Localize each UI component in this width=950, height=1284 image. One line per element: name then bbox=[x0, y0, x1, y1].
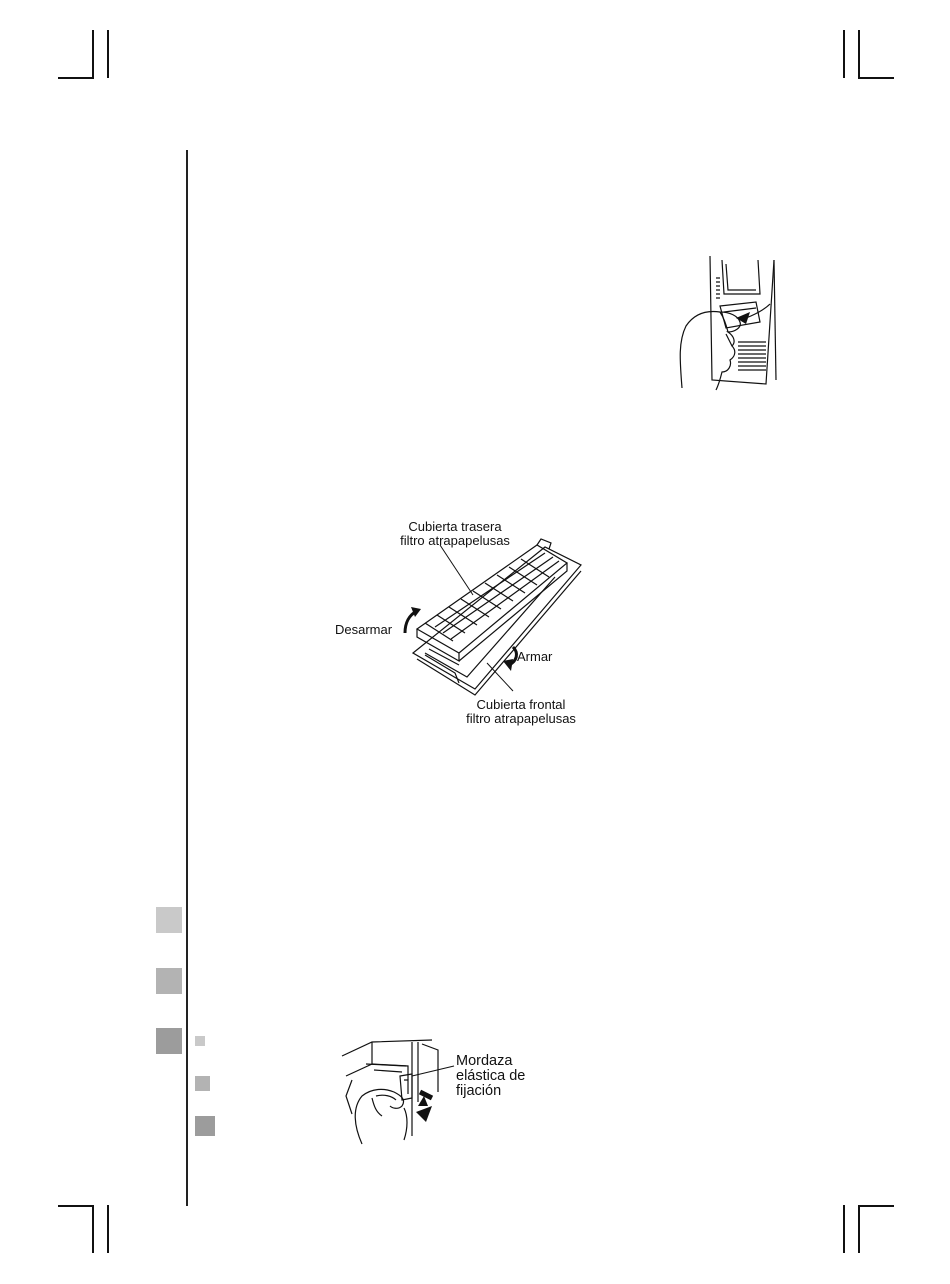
small-square-light bbox=[195, 1036, 205, 1046]
crop-mark bbox=[92, 1205, 94, 1253]
front-cover-label: Cubierta frontal filtro atrapapelusas bbox=[446, 698, 596, 726]
margin-rule bbox=[186, 150, 188, 1206]
elastic-clip-illustration bbox=[332, 1036, 462, 1146]
crop-mark bbox=[843, 30, 845, 78]
crop-mark bbox=[858, 77, 894, 79]
filter-removal-illustration bbox=[676, 252, 786, 392]
crop-mark bbox=[858, 1205, 894, 1207]
crop-mark bbox=[858, 30, 860, 78]
crop-mark bbox=[858, 1205, 860, 1253]
crop-mark bbox=[58, 1205, 94, 1207]
small-square-dark bbox=[195, 1116, 215, 1136]
grey-square-dark bbox=[156, 1028, 182, 1054]
crop-mark bbox=[58, 77, 94, 79]
crop-mark bbox=[107, 30, 109, 78]
assemble-label: Armar bbox=[517, 650, 552, 664]
lint-filter-illustration bbox=[395, 535, 590, 700]
crop-mark bbox=[107, 1205, 109, 1253]
small-square-mid bbox=[195, 1076, 210, 1091]
crop-mark bbox=[92, 30, 94, 78]
crop-mark bbox=[843, 1205, 845, 1253]
elastic-clip-label: Mordaza elástica de fijación bbox=[456, 1054, 525, 1099]
grey-square-light bbox=[156, 907, 182, 933]
grey-square-mid bbox=[156, 968, 182, 994]
disassemble-label: Desarmar bbox=[335, 623, 392, 637]
rear-cover-label: Cubierta trasera filtro atrapapelusas bbox=[380, 520, 530, 548]
